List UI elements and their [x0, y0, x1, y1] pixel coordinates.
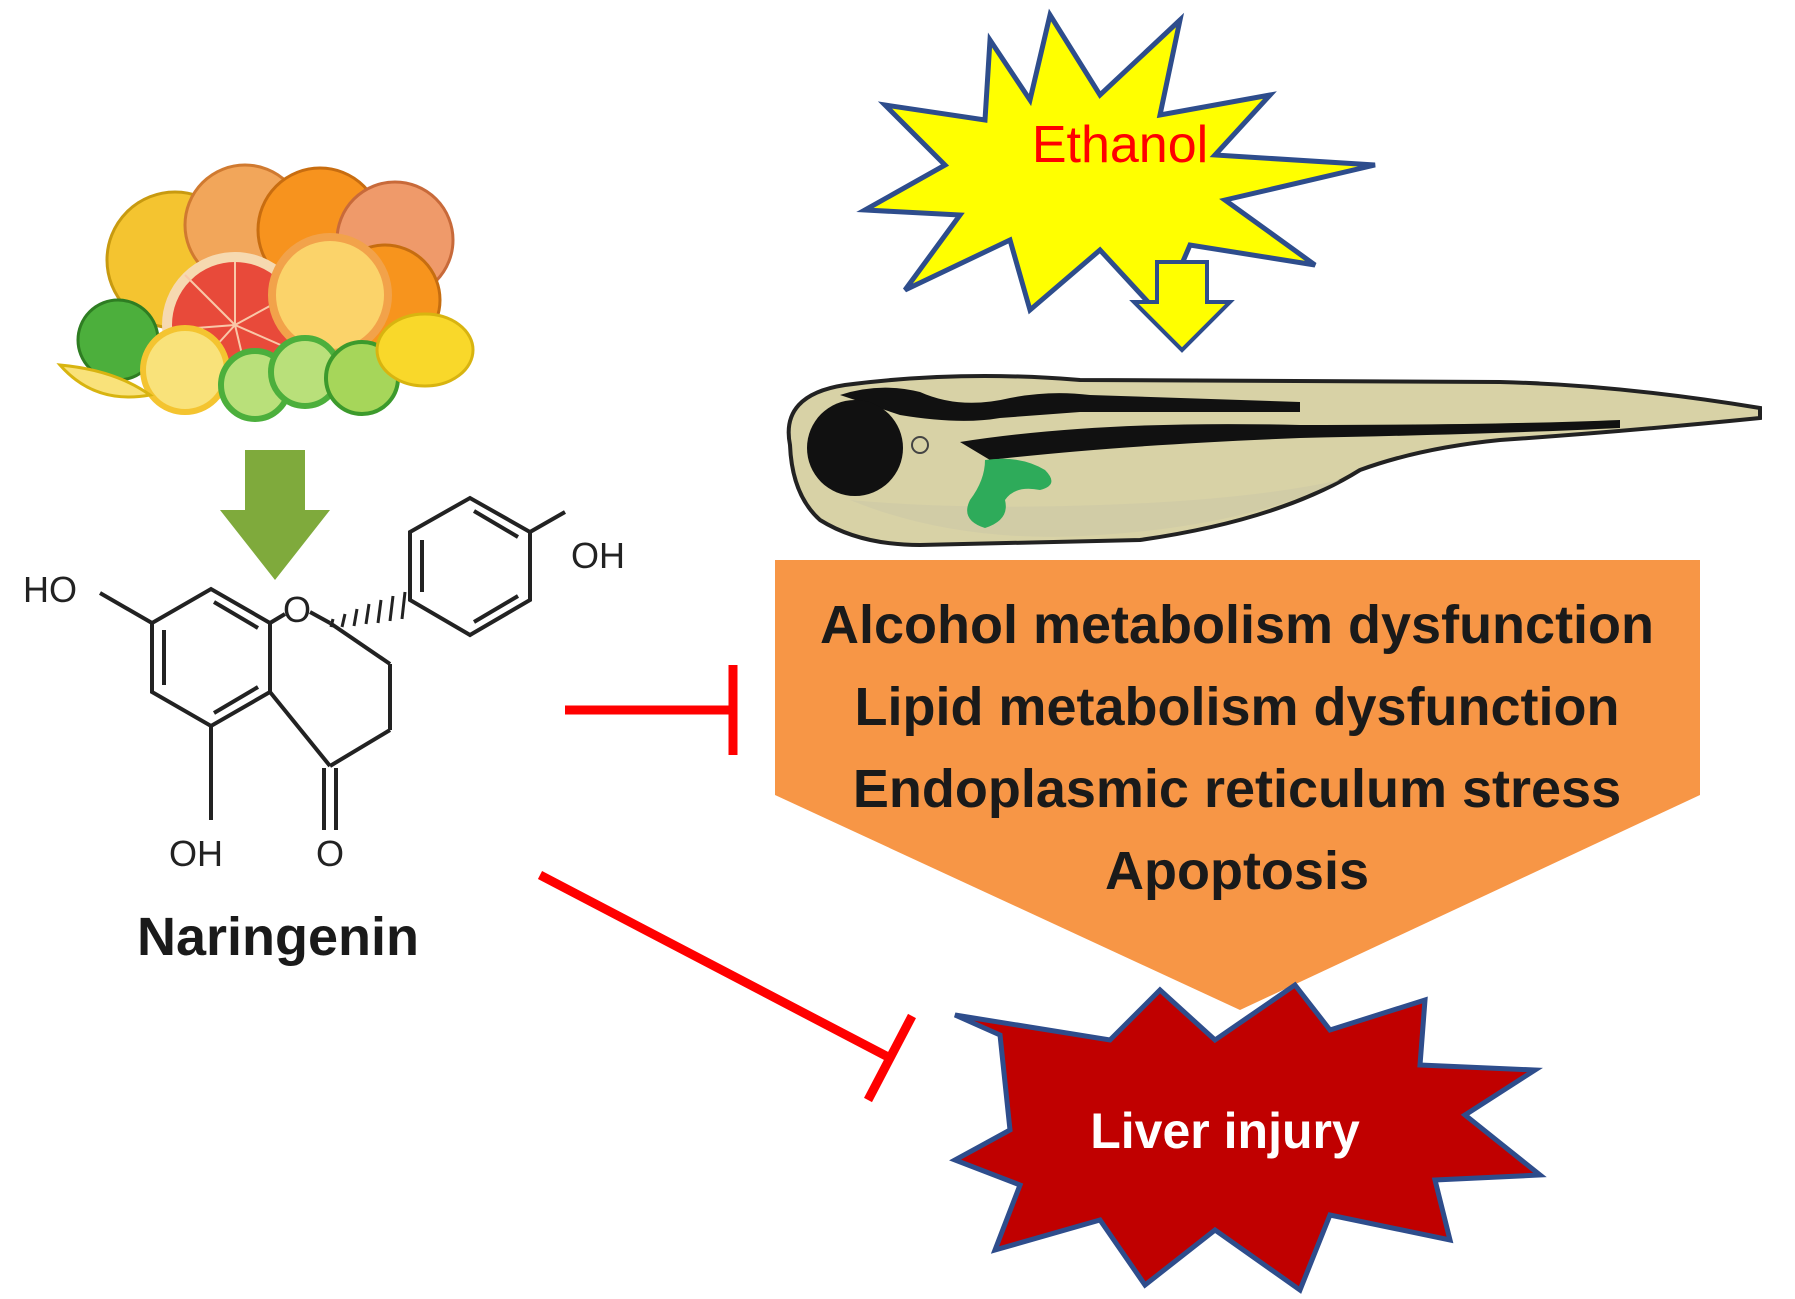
effect-item-2: Lipid metabolism dysfunction	[854, 677, 1619, 737]
structure-label-oh-bottom: OH	[169, 833, 223, 874]
yellow-down-arrow-icon	[1129, 260, 1235, 353]
structure-label-carbonyl: O	[316, 833, 344, 874]
inhibition-arrow-to-liver	[537, 871, 916, 1103]
effects-panel	[775, 560, 1700, 1010]
stereo-wedge-bond	[329, 591, 407, 628]
citrus-fruits-image	[56, 163, 475, 422]
structure-label-ho-left: HO	[23, 569, 77, 610]
effect-item-3: Endoplasmic reticulum stress	[853, 759, 1621, 819]
liver-injury-label: Liver injury	[1090, 1103, 1360, 1159]
green-down-arrow-icon	[220, 450, 330, 580]
compound-name: Naringenin	[137, 907, 419, 967]
liver-highlight	[967, 458, 1052, 528]
ethanol-label: Ethanol	[1032, 116, 1208, 174]
structure-label-ring-oxygen: O	[283, 589, 311, 630]
effect-item-4: Apoptosis	[1105, 841, 1369, 901]
naringenin-structure	[99, 495, 566, 830]
liver-injury-starburst	[949, 981, 1547, 1294]
structure-label-oh-top: OH	[571, 535, 625, 576]
zebrafish-larva-image	[786, 374, 1762, 548]
inhibition-arrow-to-effects	[565, 665, 738, 755]
ethanol-starburst	[856, 8, 1376, 320]
effect-item-1: Alcohol metabolism dysfunction	[820, 595, 1654, 655]
